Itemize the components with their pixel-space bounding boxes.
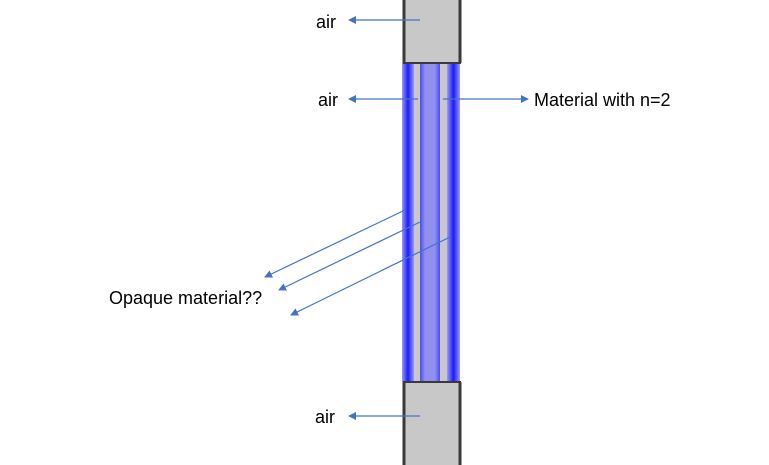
fiber-column: [402, 0, 462, 465]
label-opaque: Opaque material??: [109, 288, 263, 308]
arrow-opaque-2: [278, 221, 421, 291]
arrow-opaque-3: [290, 236, 451, 316]
air-region-top: [404, 0, 460, 63]
label-material: Material with n=2: [534, 90, 671, 110]
blue-layer-center: [420, 63, 440, 382]
air-region-bottom: [404, 382, 460, 465]
label-air-bottom: air: [315, 407, 336, 427]
blue-layer-left: [402, 63, 414, 382]
label-air-middle: air: [318, 90, 339, 110]
label-air-top: air: [316, 12, 337, 32]
arrow-opaque-1: [264, 209, 406, 278]
blue-layer-right: [447, 63, 460, 382]
